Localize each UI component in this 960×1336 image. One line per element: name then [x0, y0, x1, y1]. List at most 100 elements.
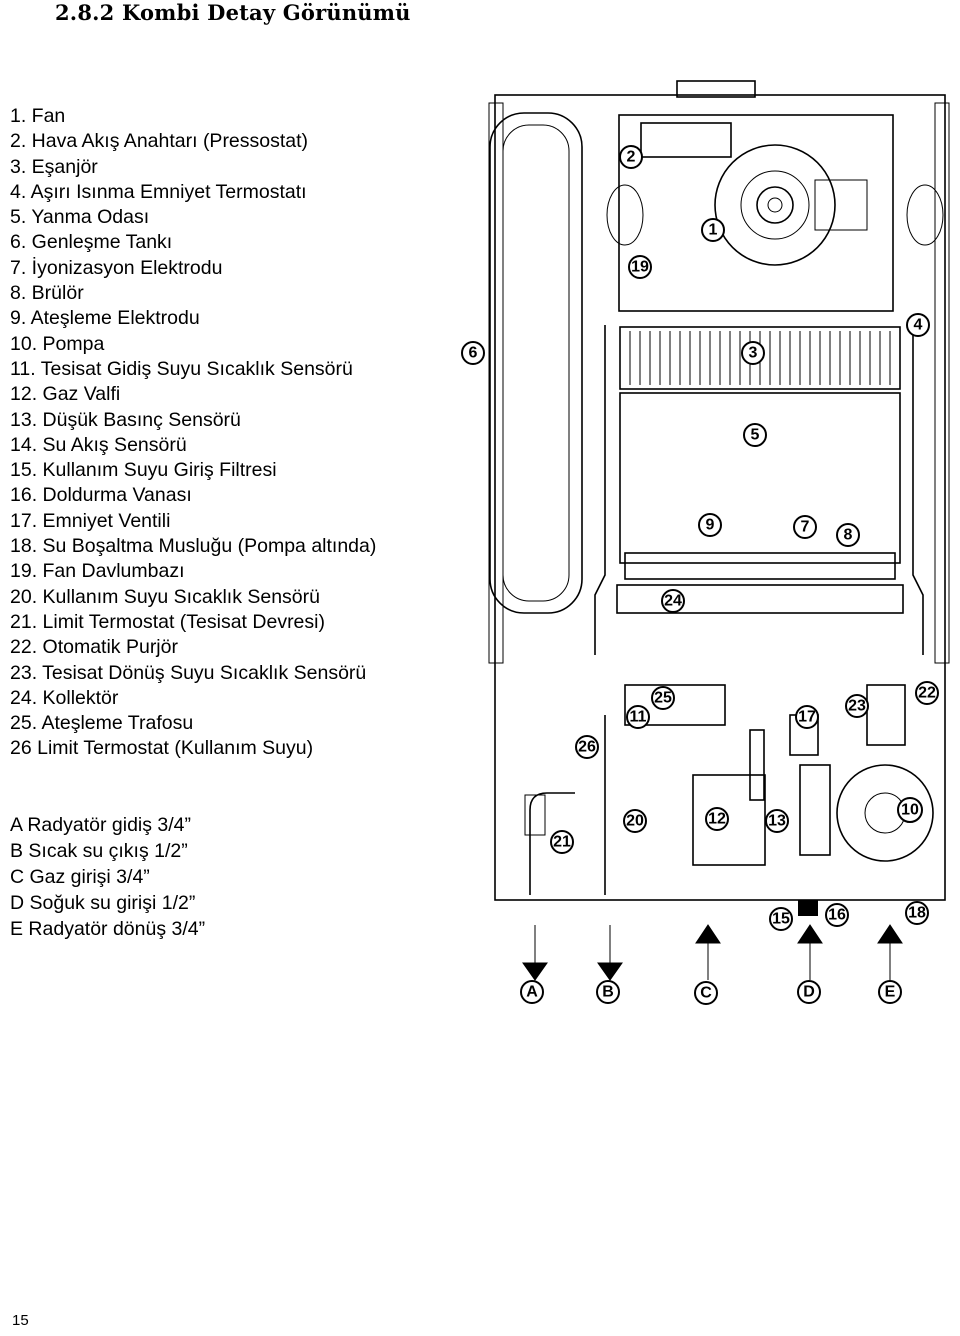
collector: [616, 584, 904, 614]
list-item: 4. Aşırı Isınma Emniyet Termostatı: [10, 180, 307, 203]
callout-circle: [628, 255, 652, 279]
callout-circle: [651, 686, 675, 710]
callout-circle: [619, 145, 643, 169]
list-item: 9. Ateşleme Elektrodu: [10, 307, 200, 330]
callout-circle: [836, 523, 860, 547]
connection-letter: B: [602, 984, 614, 1001]
list-item: 8. Brülör: [10, 282, 84, 305]
list-item: 1. Fan: [10, 105, 66, 127]
connection-marker: [878, 980, 902, 1004]
list-item: 17. Emniyet Ventili: [10, 509, 171, 532]
list-item: 26 Limit Termostat (Kullanım Suyu): [10, 737, 314, 760]
boiler-casing: [494, 94, 946, 901]
list-item: 15. Kullanım Suyu Giriş Filtresi: [10, 459, 277, 482]
callout-circle: [765, 809, 789, 833]
fan: [714, 144, 836, 266]
callout-label: 21: [553, 834, 571, 851]
connection-marker: [694, 981, 718, 1005]
air-pressure-switch: [640, 122, 732, 158]
callout-label: 7: [801, 519, 810, 536]
burner: [624, 552, 896, 580]
arrow-up-icon: [797, 924, 823, 980]
callout-circle: [793, 515, 817, 539]
list-item: 5. Yanma Odası: [10, 206, 150, 229]
list-item: 23. Tesisat Dönüş Suyu Sıcaklık Sensörü: [10, 661, 367, 684]
callout-label: 18: [908, 905, 926, 922]
callout-circle: [743, 423, 767, 447]
callout-label: 23: [848, 698, 866, 715]
auto-air-vent: [866, 684, 906, 746]
list-item: 24. Kollektör: [10, 686, 119, 709]
callout-circle: [825, 903, 849, 927]
callout-label: 24: [664, 593, 682, 610]
list-item: 13. Düşük Basınç Sensörü: [10, 408, 241, 431]
arrow-up-icon: [695, 924, 721, 980]
heat-exchanger-fins: [629, 331, 891, 385]
list-item: 20. Kullanım Suyu Sıcaklık Sensörü: [10, 585, 320, 608]
callout-circle: [623, 809, 647, 833]
list-item: E Radyatör dönüş 3/4”: [10, 918, 206, 940]
callout-circle: [626, 705, 650, 729]
right-side-panel: [934, 102, 950, 664]
left-side-panel: [488, 102, 504, 664]
callout-label: 3: [749, 345, 758, 362]
callout-label: 2: [627, 149, 636, 166]
boiler-diagram: 1 2 3 4 5 6 7 8 9 10 11 12 13 15 16 17 1…: [461, 80, 950, 1005]
callout-label: 1: [709, 222, 718, 239]
list-item: C Gaz girişi 3/4”: [10, 866, 150, 888]
callout-circle: [905, 901, 929, 925]
connection-marker: [520, 980, 544, 1004]
callout-circle: [575, 735, 599, 759]
list-item: B Sıcak su çıkış 1/2”: [10, 840, 188, 862]
callout-label: 11: [630, 709, 647, 726]
callout-circle: [705, 807, 729, 831]
connection-marker: [596, 980, 620, 1004]
list-item: 12. Gaz Valfi: [10, 383, 121, 406]
list-item: 3. Eşanjör: [10, 155, 98, 178]
list-item: 18. Su Boşaltma Musluğu (Pompa altında): [10, 535, 377, 558]
connection-letter: C: [700, 985, 712, 1002]
list-item: 19. Fan Davlumbazı: [10, 560, 185, 583]
arrow-up-icon: [877, 924, 903, 980]
callout-circle: [701, 218, 725, 242]
callout-circle: [906, 313, 930, 337]
list-item: 6. Genleşme Tankı: [10, 231, 173, 254]
callout-circle: [741, 341, 765, 365]
callout-label: 20: [626, 813, 644, 830]
connection-letter: E: [885, 984, 896, 1001]
callout-circle: [698, 513, 722, 537]
fan-hood: [618, 114, 894, 312]
gas-valve: [692, 774, 766, 866]
flue-outlet: [676, 80, 756, 98]
list-item: 11. Tesisat Gidiş Suyu Sıcaklık Sensörü: [10, 357, 353, 380]
callout-label: 25: [654, 690, 672, 707]
callout-label: 16: [828, 907, 846, 924]
list-item: 7. İyonizasyon Elektrodu: [10, 256, 223, 279]
callout-label: 15: [772, 911, 790, 928]
callout-circle: [461, 341, 485, 365]
connection-marker: [797, 980, 821, 1004]
section-heading: 2.8.2 Kombi Detay Görünümü: [55, 0, 411, 25]
callout-circle: [769, 907, 793, 931]
pump: [836, 764, 934, 862]
callout-circle: [845, 694, 869, 718]
combustion-chamber: [619, 392, 901, 564]
callout-circle: [550, 830, 574, 854]
list-item: 14. Su Akış Sensörü: [10, 433, 187, 456]
callout-label: 5: [751, 427, 760, 444]
list-item: 25. Ateşleme Trafosu: [10, 712, 194, 735]
callout-label: 12: [708, 811, 726, 828]
callout-label: 4: [914, 317, 923, 334]
callout-label: 10: [901, 802, 919, 819]
list-item: 2. Hava Akış Anahtarı (Pressostat): [10, 130, 309, 153]
arrow-down-icon: [597, 925, 623, 981]
parts-list: 1. Fan 2. Hava Akış Anahtarı (Pressostat…: [10, 104, 376, 762]
connection-letter: D: [803, 984, 815, 1001]
callout-circle: [897, 797, 923, 823]
list-item: 10. Pompa: [10, 332, 105, 355]
callout-circle: [915, 681, 939, 705]
list-item: 22. Otomatik Purjör: [10, 636, 178, 659]
callout-label: 22: [918, 685, 936, 702]
heat-exchanger: [619, 326, 901, 390]
callout-label: 6: [469, 345, 478, 362]
